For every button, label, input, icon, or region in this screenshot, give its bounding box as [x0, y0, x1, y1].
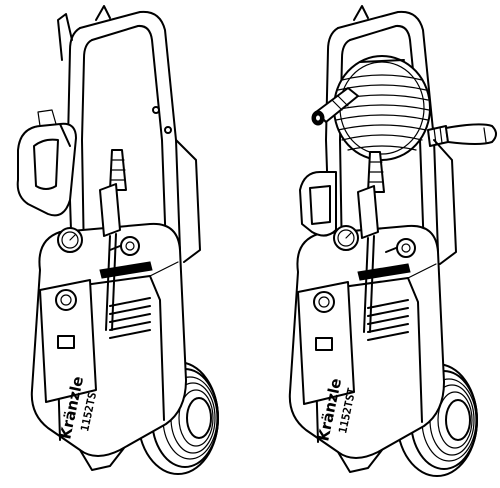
handle-frame-right — [325, 5, 439, 261]
spray-gun-right — [299, 171, 337, 237]
pressure-gauge-left — [57, 227, 83, 253]
spray-gun-left — [16, 109, 77, 217]
hose-connector-right — [385, 238, 416, 258]
control-panel-left — [39, 279, 97, 403]
front-foot-right — [337, 449, 383, 473]
reel-grip-upper — [311, 87, 359, 126]
hose-connector-left — [109, 236, 140, 256]
back-panel-right — [433, 139, 457, 265]
control-panel-right — [297, 281, 355, 405]
pressure-washer-right: Kränzle 1152TST — [288, 5, 497, 477]
handle-frame-left — [57, 5, 181, 261]
front-foot-left — [79, 447, 125, 471]
power-switch-right — [315, 337, 333, 351]
body-housing-right — [288, 224, 445, 459]
vent-grille-left — [99, 261, 153, 339]
pressure-gauge-right — [333, 225, 359, 251]
hose-reel — [333, 55, 431, 161]
spray-lance-left — [99, 149, 127, 331]
pressure-knob-left — [55, 289, 77, 311]
back-panel-left — [175, 139, 201, 263]
pressure-washer-left: Kränzle 1152TS — [16, 5, 219, 475]
pressure-knob-right — [313, 291, 335, 313]
spray-lance-right — [357, 151, 385, 333]
power-switch-left — [57, 335, 75, 349]
vent-grille-right — [357, 263, 411, 341]
reel-crank-handle — [427, 123, 497, 147]
